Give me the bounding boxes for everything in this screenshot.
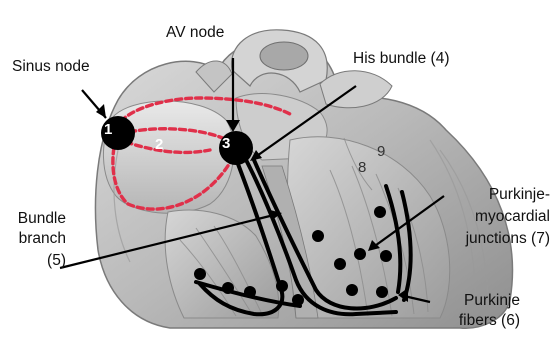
purkinje-junctions-label-1: Purkinje- bbox=[440, 186, 550, 204]
av-node-label: AV node bbox=[166, 24, 224, 42]
marker-ventricle-8: 8 bbox=[358, 160, 366, 176]
bundle-branch-label-1: Bundle bbox=[8, 210, 66, 228]
purkinje-fibers-label-2: fibers (6) bbox=[420, 312, 520, 330]
sinus-node-label: Sinus node bbox=[12, 58, 90, 76]
purkinje-junctions-label-3: junctions (7) bbox=[440, 230, 550, 248]
purkinje-fibers-label-1: Purkinje bbox=[420, 292, 520, 310]
bundle-branch-label-2: branch bbox=[8, 230, 66, 248]
marker-sinus: 1 bbox=[104, 122, 112, 138]
marker-av: 3 bbox=[222, 136, 230, 152]
marker-atrium: 2 bbox=[155, 137, 163, 153]
his-bundle-label: His bundle (4) bbox=[353, 50, 450, 68]
marker-ventricle-9: 9 bbox=[377, 144, 385, 160]
bundle-branch-label-3: (5) bbox=[8, 252, 66, 270]
vessel-opening bbox=[260, 42, 308, 70]
purkinje-junctions-label-2: myocardial bbox=[440, 208, 550, 226]
